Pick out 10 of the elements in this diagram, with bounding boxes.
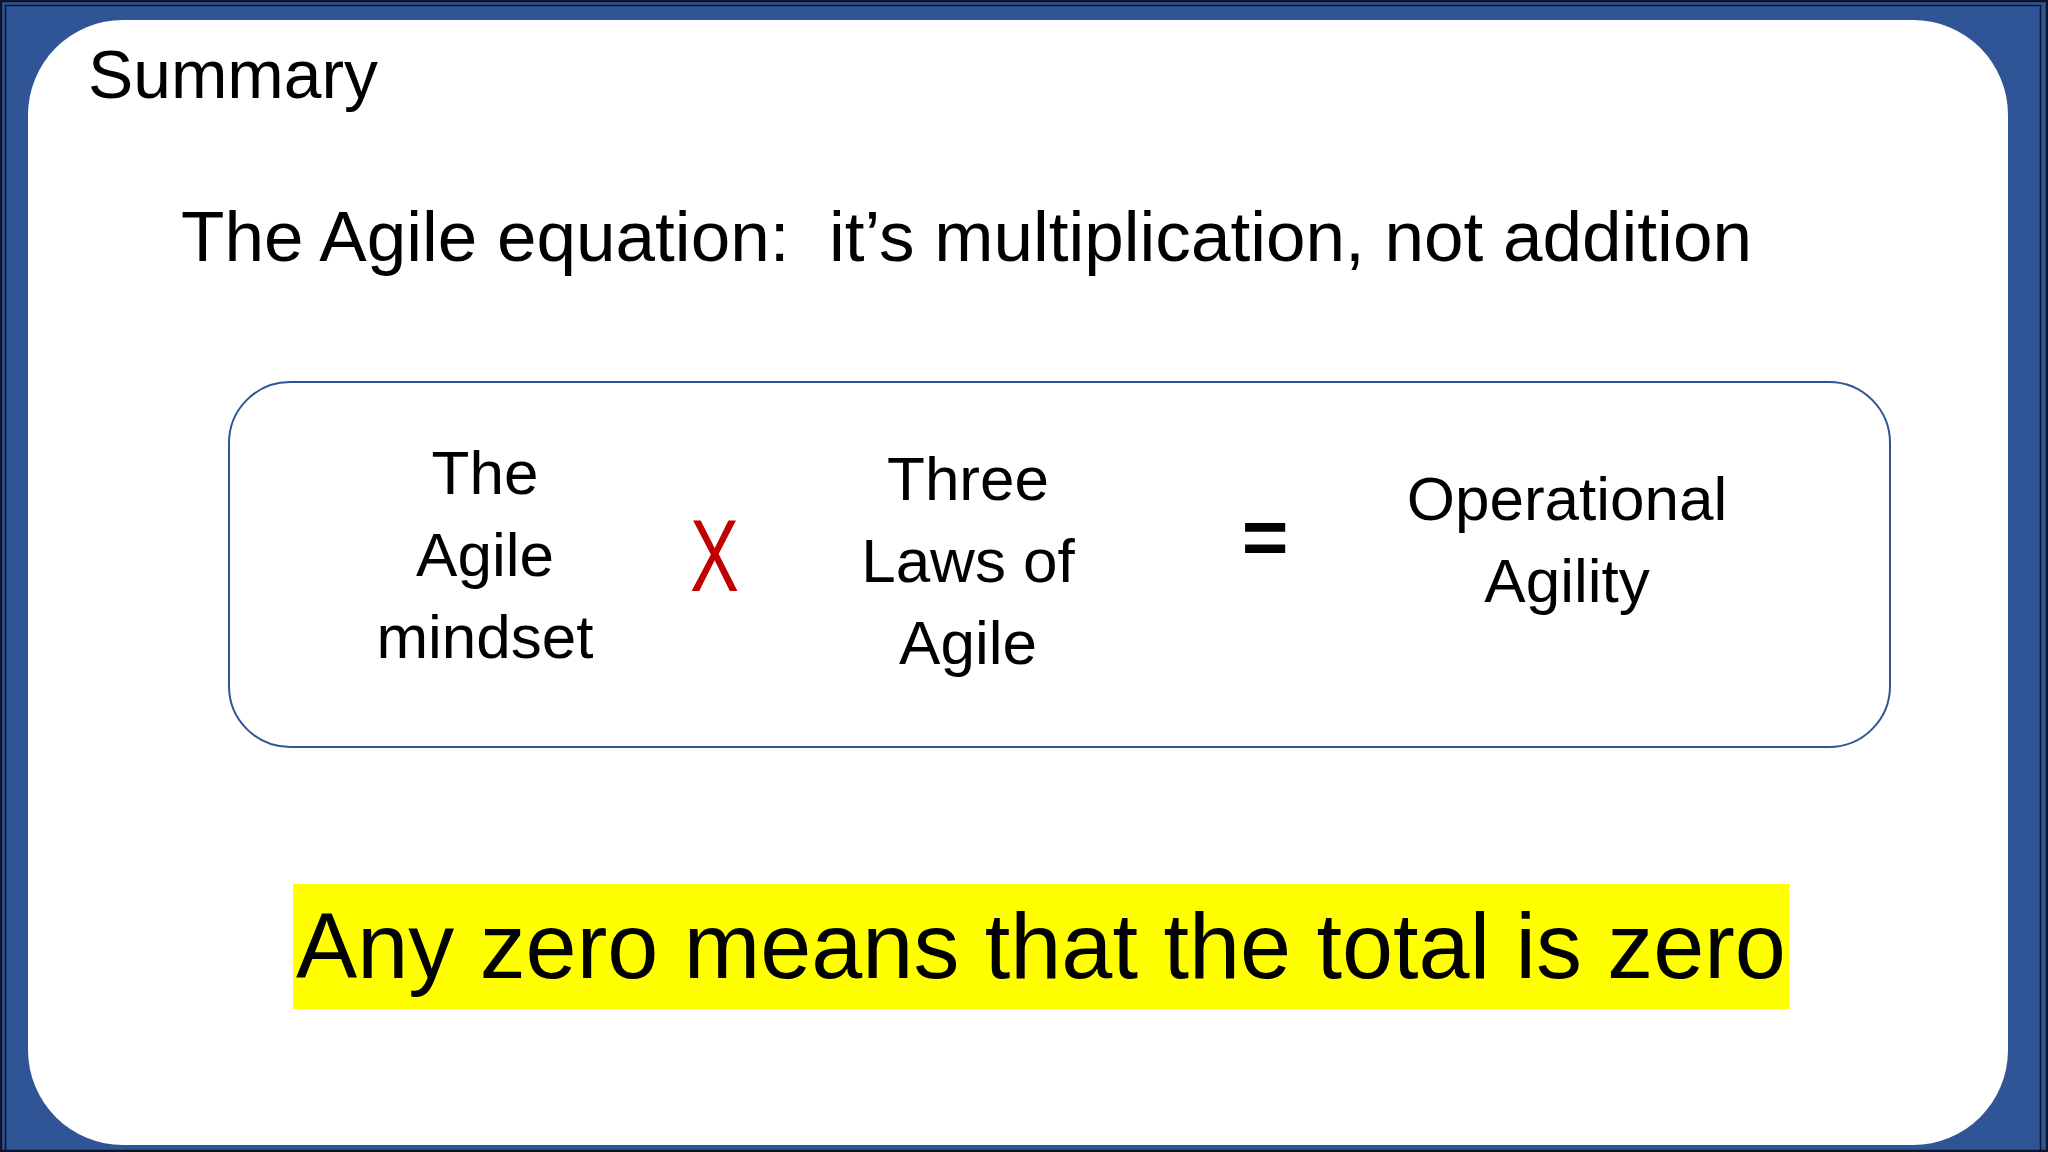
equation-term: The Agile mindset bbox=[375, 437, 595, 673]
equals-sign: = bbox=[1240, 497, 1290, 577]
subtitle-text: The Agile equation: it’s multiplication, not addition bbox=[181, 196, 1752, 278]
equation-box bbox=[228, 381, 1891, 748]
conclusion-text: Any zero means that the total is zero bbox=[296, 894, 1786, 999]
slide-title: Summary bbox=[88, 36, 378, 114]
multiply-sign: X bbox=[688, 505, 740, 607]
equation-term: Three Laws of Agile bbox=[860, 443, 1076, 679]
highlight-band bbox=[293, 884, 1789, 1009]
equation-result: Operational Agility bbox=[1405, 463, 1729, 617]
